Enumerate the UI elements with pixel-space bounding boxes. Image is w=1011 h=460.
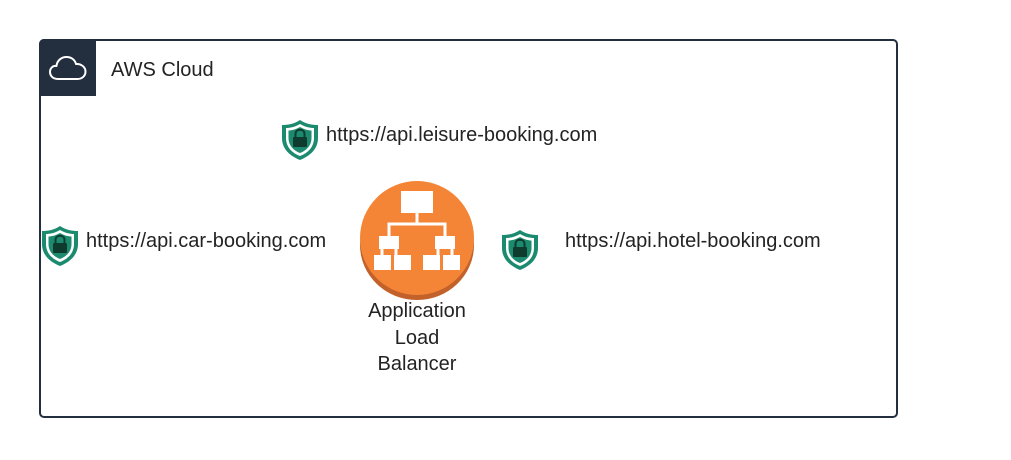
load-balancer-label-line2: Load — [394, 326, 440, 349]
load-balancer-label: Application Load Balancer — [347, 298, 487, 378]
shield-lock-icon — [279, 118, 321, 162]
cloud-icon — [39, 39, 96, 96]
endpoint-label-hotel: https://api.hotel-booking.com — [565, 230, 821, 252]
group-label: AWS Cloud — [111, 59, 214, 81]
load-balancer-label-line1: Application — [368, 300, 466, 322]
shield-lock-icon — [39, 224, 81, 268]
endpoint-label-car: https://api.car-booking.com — [86, 230, 327, 252]
aws-cloud-group — [39, 39, 898, 418]
shield-lock-icon — [499, 228, 541, 272]
application-load-balancer-icon — [358, 179, 476, 301]
load-balancer-label-line3: Balancer — [377, 353, 457, 375]
endpoint-label-leisure: https://api.leisure-booking.com — [326, 124, 598, 146]
